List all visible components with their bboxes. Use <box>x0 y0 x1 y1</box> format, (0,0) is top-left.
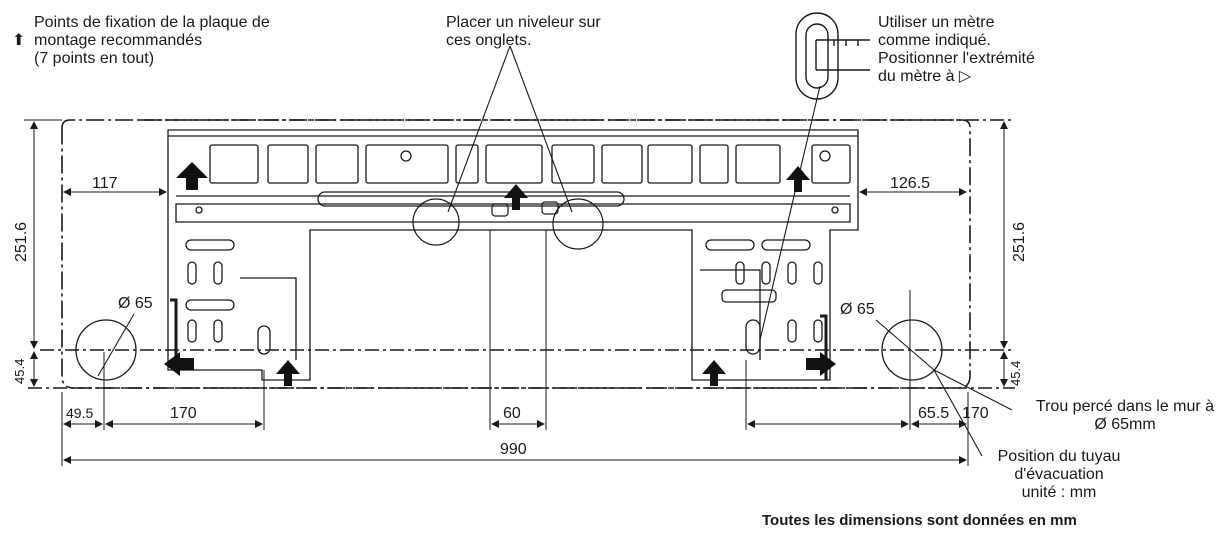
fixing-point-arrows <box>164 162 836 386</box>
center-lines <box>28 119 1015 389</box>
leader-lines <box>97 45 1013 457</box>
units-footer: Toutes les dimensions sont données en mm <box>762 512 1077 529</box>
level-note: Placer un niveleur sur ces onglets. <box>446 14 601 49</box>
fixing-points-note: ⬆︎ Points de fixation de la plaque de mo… <box>12 14 270 68</box>
drain-position-note: Position du tuyau d'évacuation unité : m… <box>997 448 1121 501</box>
fixing-arrow-icon <box>702 360 726 386</box>
fixing-arrow-icon <box>504 184 528 210</box>
dimension-labels: 117 126.5 251.6 251.6 45.4 45.4 Ø 65 Ø 6… <box>12 175 1028 458</box>
dim-990: 990 <box>500 441 527 458</box>
level-check-circles <box>412 198 604 250</box>
fixing-arrow-icon <box>164 352 194 376</box>
dim-dia-right: Ø 65 <box>840 301 875 318</box>
wall-hole-circles <box>75 319 943 381</box>
fixing-arrow-icon <box>276 360 300 386</box>
tape-measure-icon <box>759 12 870 341</box>
mounting-plate <box>167 129 859 381</box>
dim-height-left: 251.6 <box>13 222 30 262</box>
dim-low-left: 45.4 <box>12 359 27 384</box>
fixing-arrow-icon <box>806 352 836 376</box>
dim-126-5: 126.5 <box>890 175 930 192</box>
dim-60: 60 <box>503 405 521 422</box>
fixing-points-text: Points de fixation de la plaque de monta… <box>34 14 270 67</box>
dim-170-left: 170 <box>170 405 197 422</box>
fixing-arrow-icon <box>786 166 810 192</box>
up-arrow-icon: ⬆︎ <box>12 32 26 49</box>
dim-117: 117 <box>92 175 118 192</box>
dim-height-right: 251.6 <box>1011 222 1028 262</box>
dim-65-5: 65.5 <box>918 405 949 422</box>
dim-dia-left: Ø 65 <box>118 295 153 312</box>
wall-hole-note: Trou percé dans le mur à Ø 65mm <box>1035 398 1215 433</box>
dim-49-5: 49.5 <box>66 405 93 421</box>
dimension-lines <box>24 119 1008 466</box>
indoor-unit-outline <box>61 119 971 389</box>
tape-measure-note: Utiliser un mètre comme indiqué. Positio… <box>878 14 1035 85</box>
dim-low-right: 45.4 <box>1008 361 1023 386</box>
dim-170-right: 170 <box>962 405 989 422</box>
fixing-arrow-icon <box>176 162 208 190</box>
